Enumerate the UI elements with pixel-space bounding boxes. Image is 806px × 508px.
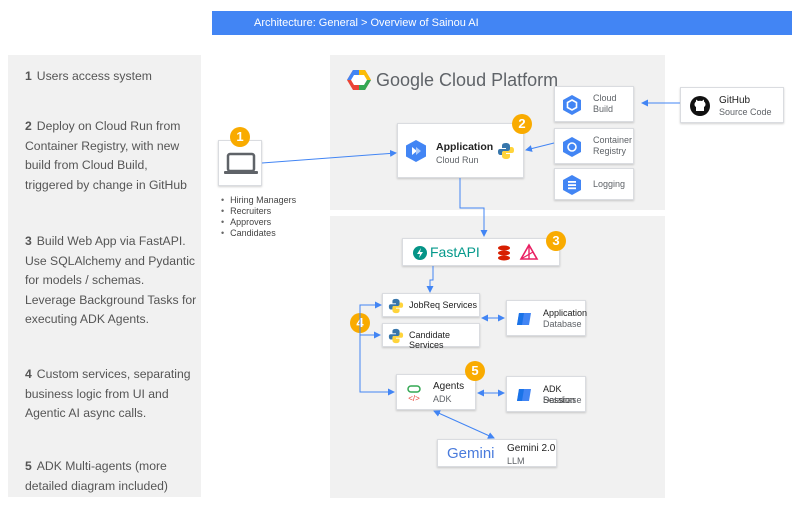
container-registry-icon [563, 137, 581, 157]
gcp-logo [346, 69, 372, 96]
agents-subtitle: ADK [433, 394, 452, 404]
gcp-label: Google Cloud Platform [376, 70, 559, 90]
logging-label: Logging [593, 179, 626, 189]
svg-text:</>: </> [408, 394, 420, 403]
github-card: GitHub Source Code [680, 87, 784, 123]
application-database-card: Application Database [506, 300, 588, 336]
gemini-logo: Gemini [447, 445, 495, 462]
github-title: GitHub [719, 95, 751, 106]
candidate-services-label: Candidate Services [409, 330, 451, 350]
github-subtitle: Source Code [719, 107, 772, 117]
cloud-build-icon [563, 95, 581, 115]
user-role: Approvers [221, 217, 296, 228]
step-number: 5 [25, 459, 32, 473]
cloud-build-card: Cloud Build [554, 86, 634, 122]
step-badge-4: 4 [350, 313, 370, 333]
step-text: Custom services, separating business log… [25, 367, 191, 420]
user-role: Recruiters [221, 206, 296, 217]
adk-agent-icon: </> [407, 385, 421, 403]
agents-title: Agents [433, 381, 465, 392]
users-device-card [218, 140, 262, 186]
container-registry-label: Container Registry [593, 135, 633, 156]
step-badge-5: 5 [465, 361, 485, 381]
step-badge-2: 2 [512, 114, 532, 134]
fastapi-card: FastAPI [402, 238, 560, 266]
adk-session-database-card: ADK Session Database [506, 376, 586, 412]
step-number: 4 [25, 367, 32, 381]
database-icon [517, 389, 531, 401]
laptop-icon [224, 152, 258, 174]
gemini-title: Gemini 2.0 [507, 443, 556, 454]
application-title: Application [436, 141, 494, 153]
cloud-run-icon [406, 140, 426, 162]
agents-adk-card: </> Agents ADK [396, 374, 476, 410]
step-text: Deploy on Cloud Run from Container Regis… [25, 119, 187, 192]
database-icon [517, 313, 531, 325]
python-icon [498, 143, 514, 159]
app-db-subtitle: Database [543, 319, 582, 329]
user-role: Hiring Managers [221, 195, 296, 206]
jobreq-services-card: JobReq Services [382, 293, 480, 317]
user-role: Candidates [221, 228, 296, 239]
step-1: 1 Users access system [25, 67, 197, 87]
step-badge-1: 1 [230, 127, 250, 147]
step-number: 3 [25, 234, 32, 248]
logging-icon [563, 175, 581, 195]
candidate-services-card: Candidate Services [382, 323, 480, 350]
python-icon [388, 328, 404, 344]
step-number: 2 [25, 119, 32, 133]
diagram-header-banner: Architecture: General > Overview of Sain… [212, 11, 792, 35]
step-number: 1 [25, 69, 32, 83]
gcp-hexagon-icon [347, 70, 371, 90]
user-roles-list: Hiring Managers Recruiters Approvers Can… [221, 195, 296, 239]
step-text: ADK Multi-agents (more detailed diagram … [25, 459, 168, 493]
pydantic-icon [519, 243, 539, 260]
application-cloud-run-card: Application Cloud Run [397, 123, 524, 178]
gemini-llm-card: Gemini Gemini 2.0 LLM [437, 439, 557, 467]
fastapi-icon [413, 246, 427, 260]
step-text: Build Web App via FastAPI. Use SQLAlchem… [25, 234, 197, 326]
step-badge-3: 3 [546, 231, 566, 251]
jobreq-services-label: JobReq Services [409, 300, 478, 310]
step-text: Users access system [36, 69, 152, 83]
fastapi-label: FastAPI [430, 244, 480, 260]
adk-db-subtitle: Database [543, 395, 582, 405]
app-db-title: Application [543, 308, 588, 318]
application-subtitle: Cloud Run [436, 155, 479, 165]
sqlalchemy-icon [498, 245, 510, 261]
container-registry-card: Container Registry [554, 128, 634, 164]
python-icon [388, 298, 404, 314]
adk-db-title: ADK Session [543, 384, 576, 405]
gemini-subtitle: LLM [507, 456, 525, 466]
cloud-build-label: Cloud Build [593, 93, 617, 114]
logging-card: Logging [554, 168, 634, 200]
github-icon [690, 96, 710, 116]
